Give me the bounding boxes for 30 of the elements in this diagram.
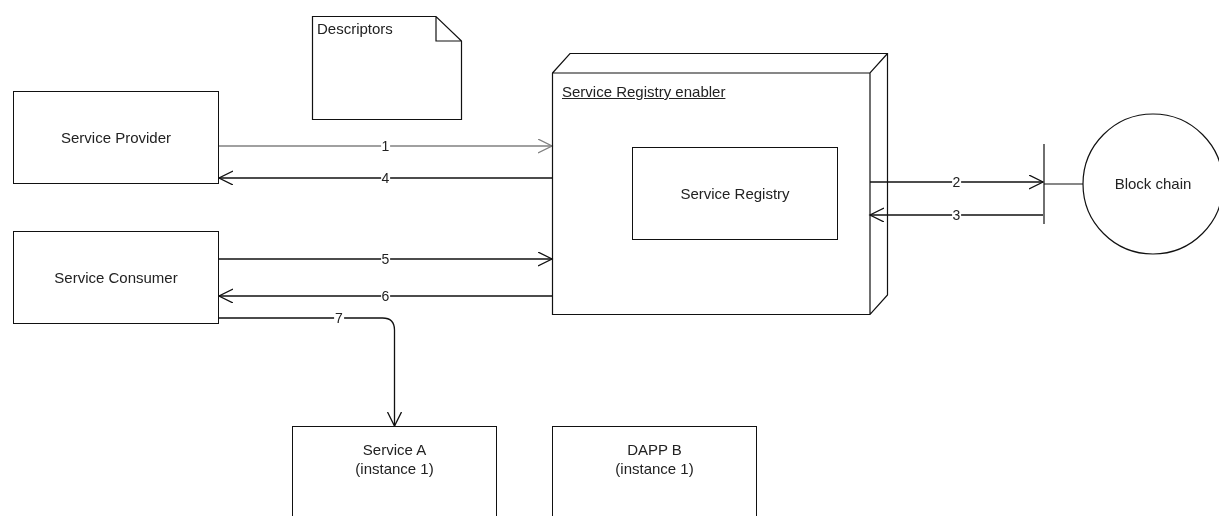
node-label: Service A (instance 1) xyxy=(354,441,435,479)
process-box xyxy=(292,426,497,516)
edge-label: 6 xyxy=(380,289,391,303)
arrow xyxy=(218,170,553,186)
process-box xyxy=(552,426,757,516)
arrow xyxy=(218,317,403,427)
node-label: Descriptors xyxy=(317,20,393,39)
note-shape xyxy=(312,16,462,120)
node-label: Service Provider xyxy=(59,128,172,147)
process-box xyxy=(632,147,838,240)
edge-label: 7 xyxy=(334,311,344,325)
node-cube xyxy=(552,53,888,315)
edge-label: 1 xyxy=(380,139,391,153)
edge-label: 3 xyxy=(951,208,962,222)
edge-label: 5 xyxy=(380,252,391,266)
edge-label: 4 xyxy=(380,171,391,185)
node-label: Service Registry xyxy=(679,184,791,203)
arrow xyxy=(869,174,1044,190)
node-label: Service Consumer xyxy=(53,268,179,287)
arrow xyxy=(218,138,553,154)
process-box xyxy=(13,91,219,184)
edge-label: 2 xyxy=(951,175,962,189)
arrow xyxy=(218,288,553,304)
arrow xyxy=(869,207,1044,223)
process-box xyxy=(13,231,219,324)
node-label: Service Registry enabler xyxy=(562,83,726,102)
boundary-circle xyxy=(1043,112,1219,256)
node-label: DAPP B (instance 1) xyxy=(614,441,695,479)
node-label: Block chain xyxy=(1113,174,1193,194)
arrow xyxy=(218,251,553,267)
